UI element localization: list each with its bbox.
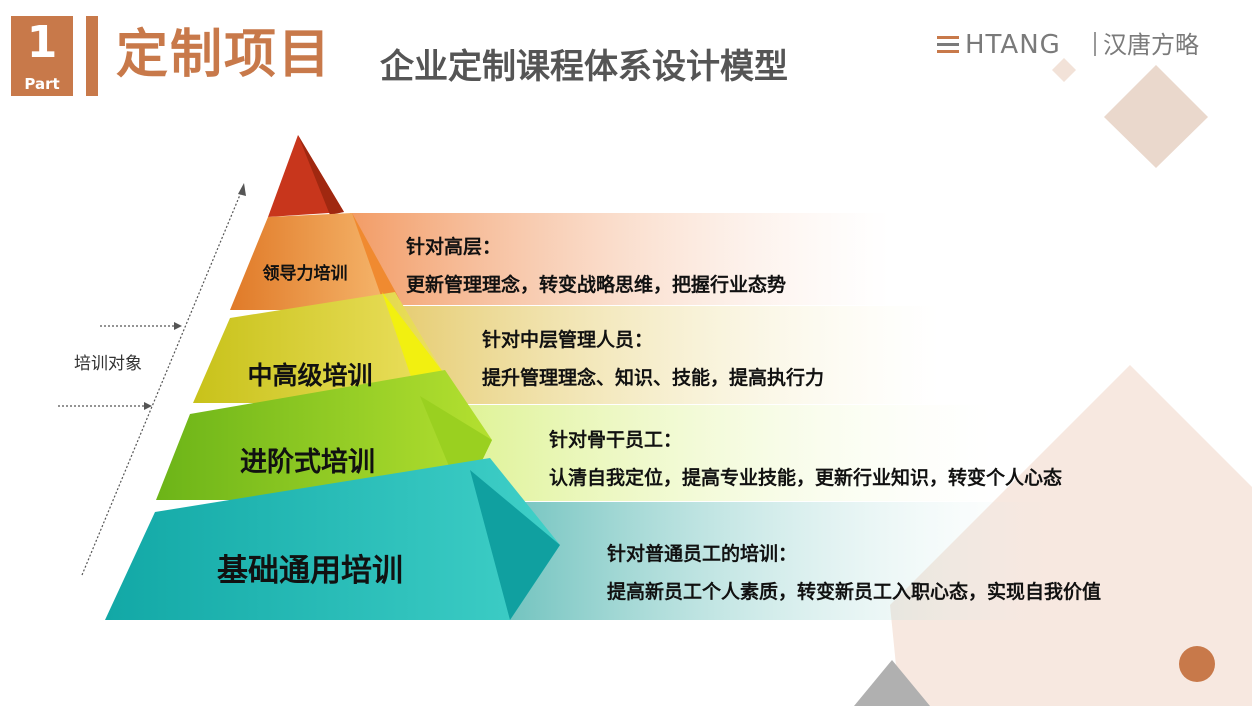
tier-desc-title: 针对骨干员工： [549, 429, 683, 451]
tier-desc-body: 认清自我定位，提高专业技能，更新行业知识，转变个人心态 [549, 467, 1063, 489]
brand-logo-en: HTANG [965, 30, 1061, 60]
target-label: 培训对象 [74, 354, 142, 374]
title-divider-bar [86, 16, 98, 96]
tier-label-advanced: 进阶式培训 [240, 447, 375, 478]
page-title: 企业定制课程体系设计模型 [380, 47, 788, 87]
tier-desc-senior: 针对中层管理人员： 提升管理理念、知识、技能，提高执行力 [482, 321, 824, 397]
logo-divider [1094, 32, 1096, 56]
tier-desc-leadership: 针对高层： 更新管理理念，转变战略思维，把握行业态势 [406, 228, 786, 304]
tier-desc-body: 提升管理理念、知识、技能，提高执行力 [482, 367, 825, 389]
tier-label-senior: 中高级培训 [247, 361, 373, 390]
part-number: 1 [26, 17, 58, 68]
tier-label-basic: 基础通用培训 [217, 553, 403, 589]
part-badge [11, 16, 73, 96]
tier-desc-basic: 针对普通员工的培训： 提高新员工个人素质，转变新员工入职心态，实现自我价值 [607, 535, 1101, 611]
part-label: Part [24, 75, 60, 93]
tier-desc-body: 更新管理理念，转变战略思维，把握行业态势 [406, 274, 787, 296]
section-title: 定制项目 [116, 25, 333, 85]
logo-icon [937, 36, 959, 53]
tier-desc-body: 提高新员工个人素质，转变新员工入职心态，实现自我价值 [607, 581, 1102, 603]
tier-desc-title: 针对高层： [406, 236, 502, 258]
tier-desc-title: 针对普通员工的培训： [607, 543, 798, 565]
tier-desc-advanced: 针对骨干员工： 认清自我定位，提高专业技能，更新行业知识，转变个人心态 [549, 421, 1062, 497]
tier-label-leadership: 领导力培训 [262, 264, 348, 284]
tier-desc-title: 针对中层管理人员： [482, 329, 654, 351]
brand-logo-cn: 汉唐方略 [1103, 31, 1199, 59]
